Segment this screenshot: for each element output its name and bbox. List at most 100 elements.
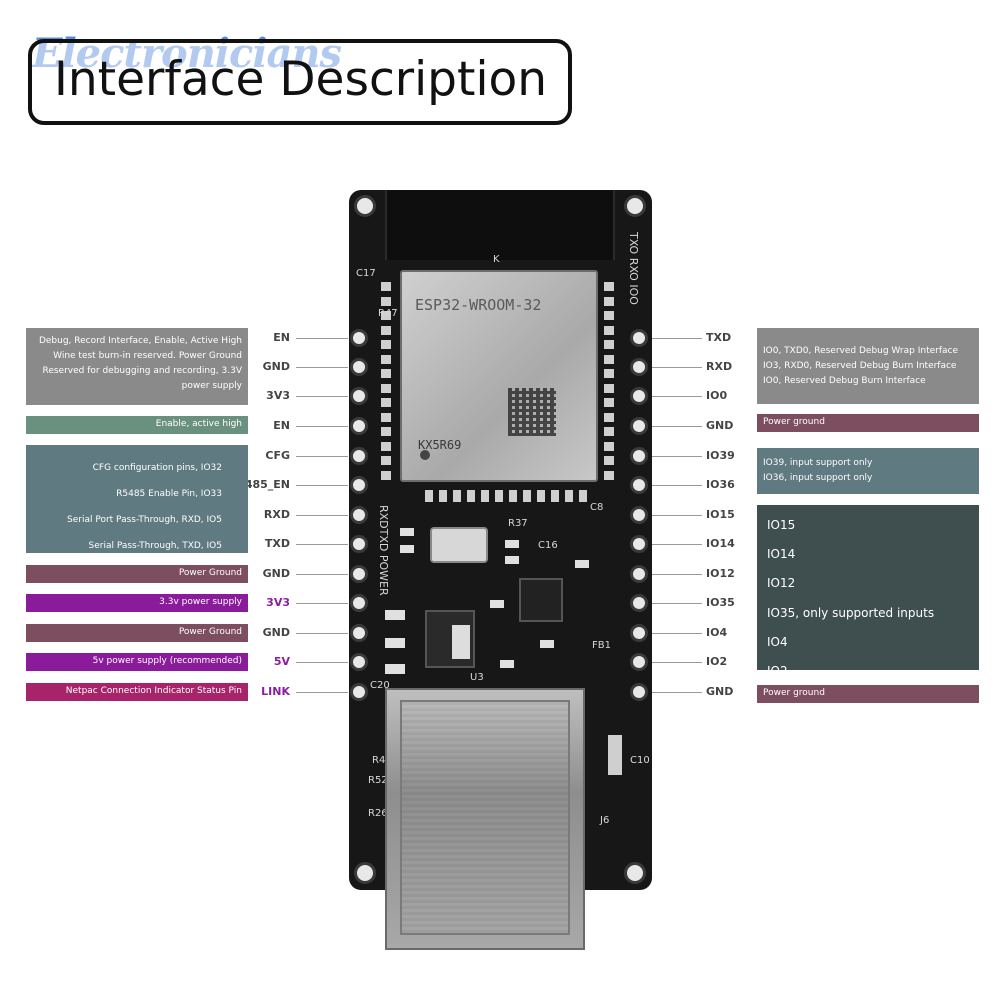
silk-top-pins: TXO RXO IOO xyxy=(627,232,640,305)
silk-r37: R37 xyxy=(508,518,528,529)
module-pad xyxy=(467,490,475,502)
module-pad xyxy=(381,282,391,291)
module-pad xyxy=(381,354,391,364)
pin-hole-icon xyxy=(630,329,648,347)
smd-part xyxy=(540,640,554,648)
left-pin-label: GND xyxy=(262,567,290,580)
pin-hole-icon xyxy=(630,683,648,701)
module-pad xyxy=(604,383,614,393)
module-pad xyxy=(604,412,614,422)
pin-hole-icon xyxy=(350,624,368,642)
smd-part xyxy=(500,660,514,668)
smd-part xyxy=(385,664,405,674)
pin-hole-icon xyxy=(630,535,648,553)
pin-hole-icon xyxy=(350,358,368,376)
info-line: R5485 Enable Pin, IO33 xyxy=(116,489,222,499)
module-pad xyxy=(604,398,614,407)
info-box-gnd-1: Power Ground xyxy=(26,565,248,583)
smd-part xyxy=(575,560,589,568)
silk-c17: C17 xyxy=(356,268,376,279)
module-pad xyxy=(381,470,391,480)
module-pad xyxy=(604,325,614,335)
right-pin-label: IO35 xyxy=(706,596,735,609)
left-pin-label: GND xyxy=(262,360,290,373)
module-pad xyxy=(439,490,447,502)
silk-r47: R47 xyxy=(378,308,398,319)
pin-hole-icon xyxy=(630,594,648,612)
info-box-debug: Debug, Record Interface, Enable, Active … xyxy=(26,328,248,405)
info-line: power supply xyxy=(181,381,242,391)
silk-r46: R46 xyxy=(372,755,392,766)
right-pin-label: GND xyxy=(706,419,734,432)
info-line: CFG configuration pins, IO32 xyxy=(92,463,222,473)
info-line: IO35, only supported inputs xyxy=(767,605,935,620)
info-line: Enable, active high xyxy=(155,419,242,429)
info-line: IO15 xyxy=(767,518,796,532)
leader-line xyxy=(652,662,702,663)
module-pad xyxy=(381,383,391,393)
smd-part xyxy=(505,556,519,564)
title-frame xyxy=(28,39,572,125)
ethernet-phy-chip xyxy=(519,578,563,622)
info-line: Serial Port Pass-Through, RXD, IO5 xyxy=(67,515,222,525)
leader-line xyxy=(296,338,348,339)
regulator-tab xyxy=(452,625,470,659)
module-pad xyxy=(381,325,391,335)
pin-hole-icon xyxy=(630,565,648,583)
left-pin-label: EN xyxy=(273,331,290,344)
silk-fb1: FB1 xyxy=(592,640,611,651)
right-pin-label: IO0 xyxy=(706,389,728,402)
info-line: Power ground xyxy=(763,688,825,698)
right-pin-label: IO12 xyxy=(706,567,735,580)
antenna-mark: K xyxy=(493,254,500,265)
esp32-module xyxy=(400,270,598,482)
leader-line xyxy=(296,426,348,427)
leader-line xyxy=(652,574,702,575)
leader-line xyxy=(652,426,702,427)
info-box-3v3: 3.3v power supply xyxy=(26,594,248,612)
qr-code-icon xyxy=(508,388,556,436)
right-pin-label: TXD xyxy=(706,331,732,344)
leader-line xyxy=(296,396,348,397)
pin-hole-icon xyxy=(350,387,368,405)
leader-line xyxy=(652,456,702,457)
pin-hole-icon xyxy=(350,683,368,701)
smd-part xyxy=(385,638,405,648)
wifi-antenna xyxy=(385,190,615,260)
left-pin-label: RXD xyxy=(263,508,290,521)
pin-hole-icon xyxy=(630,447,648,465)
leader-line xyxy=(652,396,702,397)
module-pad xyxy=(537,490,545,502)
module-pad xyxy=(604,456,614,465)
leader-line xyxy=(652,367,702,368)
module-pad xyxy=(579,490,587,502)
module-label: ESP32-WROOM-32 xyxy=(415,296,542,314)
leader-line xyxy=(296,574,348,575)
info-line: Netpac Connection Indicator Status Pin xyxy=(65,686,242,696)
leader-line xyxy=(296,367,348,368)
info-line: IO0, Reserved Debug Burn Interface xyxy=(763,376,926,386)
info-line: IO39, input support only xyxy=(763,458,873,468)
leader-line xyxy=(652,603,702,604)
pin-hole-icon xyxy=(350,565,368,583)
smd-part xyxy=(400,528,414,536)
smd-part xyxy=(505,540,519,548)
left-pin-label: GND xyxy=(262,626,290,639)
right-pin-label: IO36 xyxy=(706,478,735,491)
pin-hole-icon xyxy=(350,476,368,494)
module-pad xyxy=(381,340,391,349)
module-pad xyxy=(381,456,391,465)
rj45-connector xyxy=(385,688,585,950)
info-box-cfg: CFG configuration pins, IO32 R5485 Enabl… xyxy=(26,445,248,553)
silk-c16: C16 xyxy=(538,540,558,551)
module-pad xyxy=(604,354,614,364)
module-code: KX5R69 xyxy=(418,438,462,452)
right-pin-label: RXD xyxy=(706,360,733,373)
pin-hole-icon xyxy=(630,417,648,435)
module-pad xyxy=(381,427,391,436)
info-line: IO36, input support only xyxy=(763,473,873,483)
module-pad xyxy=(604,340,614,349)
leader-line xyxy=(296,515,348,516)
leader-line xyxy=(652,544,702,545)
mount-hole-icon xyxy=(354,862,376,884)
